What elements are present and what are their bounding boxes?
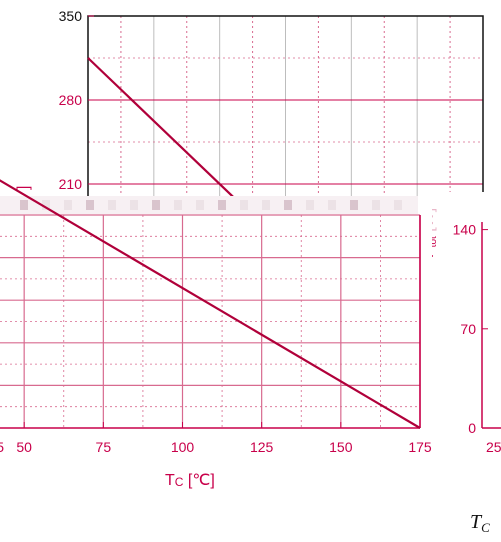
right-ylabel-sub: tot <box>428 236 439 247</box>
front-header-band-block <box>152 200 160 210</box>
front-x-tick-label: 175 <box>408 439 432 455</box>
footer-label-main: T <box>470 511 483 533</box>
front-xlabel-unit: [℃] <box>188 472 215 489</box>
front-header-band-block <box>306 200 314 210</box>
front-header-band-block <box>86 200 94 210</box>
front-header-band-block <box>174 200 182 210</box>
front-xlabel-main: T <box>165 472 175 489</box>
footer-math-label: TC <box>470 511 490 535</box>
footer-label-sub: C <box>481 520 490 535</box>
front-x-tick-label: 150 <box>329 439 353 455</box>
front-grid <box>0 214 421 428</box>
right-y-tick-label: 140 <box>453 222 477 238</box>
right-y-tick-label: 70 <box>460 321 476 337</box>
front-xlabel: TC [℃] <box>165 472 215 489</box>
front-header-band-block <box>350 200 358 210</box>
front-header-band-block <box>218 200 226 210</box>
right-x-tick-label: 25 <box>486 439 501 455</box>
front-chart-bg <box>0 196 432 496</box>
front-header-band-block <box>394 200 402 210</box>
front-header-band-block <box>42 200 50 210</box>
front-x-tick-label: 75 <box>96 439 112 455</box>
back-y-tick-label: 210 <box>59 176 83 192</box>
front-chart: 5 50 75 100 125 150 175 TC [℃] <box>0 179 432 496</box>
front-x-tick-label: 5 <box>0 439 4 455</box>
front-header-band-block <box>130 200 138 210</box>
front-header-band-block <box>328 200 336 210</box>
front-header-band-block <box>196 200 204 210</box>
front-header-band-block <box>108 200 116 210</box>
back-y-tick-label: 350 <box>59 8 83 24</box>
front-header-band-block <box>372 200 380 210</box>
front-xlabel-sub: C <box>175 475 184 489</box>
front-header-band-block <box>20 200 28 210</box>
front-header-band-block <box>284 200 292 210</box>
front-header-band-block <box>240 200 248 210</box>
front-x-tick-label: 125 <box>250 439 274 455</box>
right-y-ticks: 0 70 140 25 <box>453 222 501 455</box>
front-series-line <box>0 179 421 429</box>
front-header-band-block <box>64 200 72 210</box>
back-y-ticks: 210 280 350 <box>59 8 94 192</box>
back-y-tick-label: 280 <box>59 92 83 108</box>
front-x-tick-label: 100 <box>171 439 195 455</box>
front-header-band-block <box>262 200 270 210</box>
front-header-band <box>0 196 418 214</box>
right-y-tick-label: 0 <box>468 420 476 436</box>
front-x-tick-label: 50 <box>16 439 32 455</box>
back-ylabel-fragment: ] <box>15 186 32 190</box>
front-x-ticks: 5 50 75 100 125 150 175 <box>0 422 432 455</box>
